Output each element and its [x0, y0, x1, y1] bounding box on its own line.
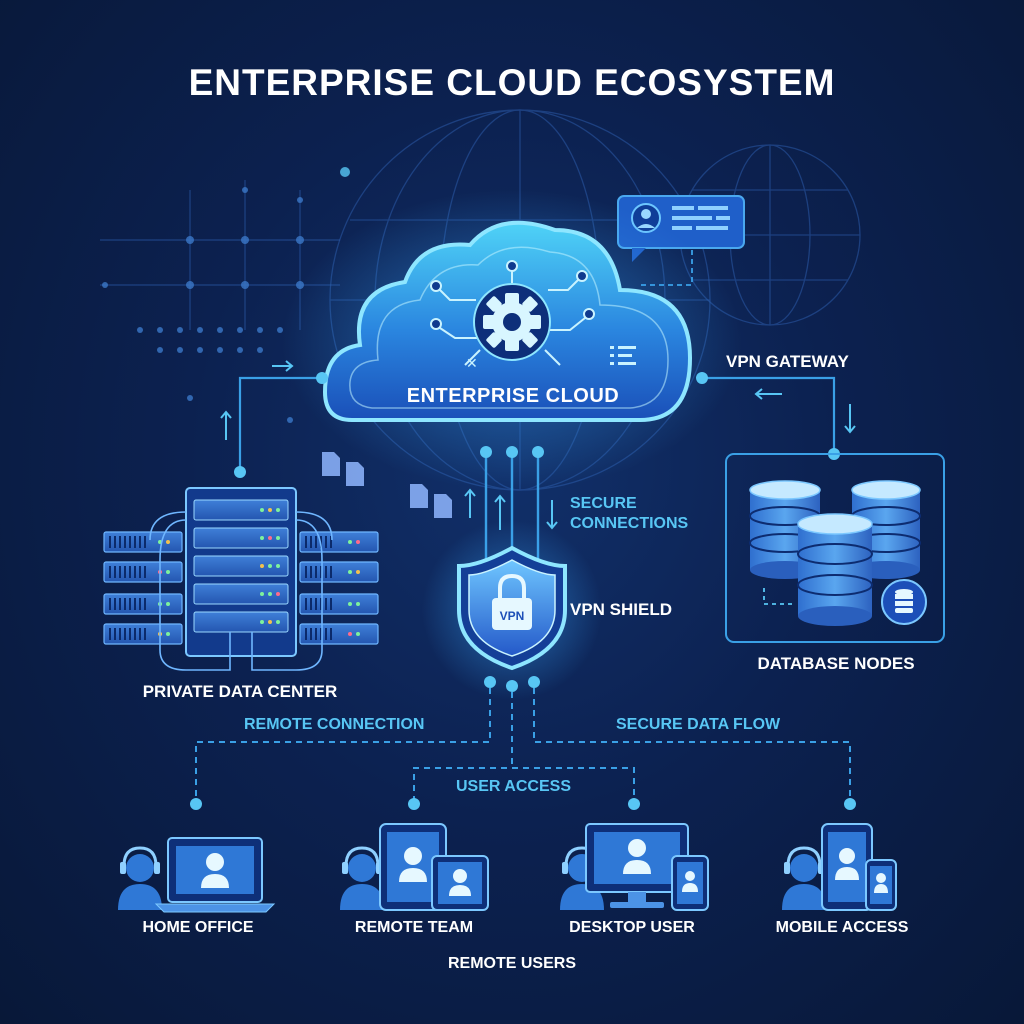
secure-data-flow-label: SECURE DATA FLOW	[616, 716, 781, 733]
user-access-label: USER ACCESS	[456, 778, 571, 795]
secure-connections-line-1: SECURE	[570, 495, 637, 512]
connector-cloud-datacenter	[238, 376, 322, 470]
phone-icon	[821, 823, 897, 911]
remote-team-label: REMOTE TEAM	[354, 919, 474, 936]
user-access-line	[413, 692, 635, 802]
connector-dot	[316, 372, 328, 384]
desktop-monitor-icon	[585, 823, 709, 911]
remote-users-footer: REMOTE USERS	[447, 955, 576, 972]
desktop-user-label: DESKTOP USER	[569, 919, 695, 936]
page-title: ENTERPRISE CLOUD ECOSYSTEM	[188, 62, 836, 103]
arrow-right-icon	[272, 360, 294, 372]
remote-team-user[interactable]	[340, 823, 489, 911]
mobile-access-user[interactable]	[782, 823, 897, 911]
database-nodes-node[interactable]	[725, 453, 945, 643]
cloud-x-mark: ✕	[466, 356, 478, 372]
headset-user-icon	[782, 846, 826, 910]
circuit-decoration	[439, 270, 586, 366]
secure-connections-label: SECURE CONNECTIONS	[570, 494, 688, 534]
connector-dots-shield-bottom	[484, 676, 540, 692]
home-office-user[interactable]	[118, 837, 276, 913]
arrow-down-icon	[844, 404, 856, 434]
lock-icon	[492, 573, 532, 630]
user-endpoint-dots	[190, 798, 856, 810]
headset-user-icon	[118, 846, 162, 910]
home-office-label: HOME OFFICE	[142, 919, 254, 936]
desktop-user[interactable]	[560, 823, 709, 911]
server-cables	[149, 511, 333, 671]
connector-dot	[696, 372, 708, 384]
connector-dot	[234, 466, 246, 478]
private-data-center-node[interactable]	[103, 487, 379, 671]
vpn-badge-text: VPN	[500, 609, 525, 623]
connector-cloud-database	[702, 376, 836, 452]
laptop-icon	[154, 837, 276, 913]
arrow-up-icon	[220, 410, 232, 440]
circuit-node-dots	[430, 260, 595, 330]
secure-data-flow-line	[533, 688, 851, 802]
gear-icon	[473, 283, 551, 361]
server-rack-left	[103, 531, 183, 645]
arrow-left-icon	[754, 388, 782, 400]
vpn-gateway-label: VPN GATEWAY	[726, 352, 849, 371]
remote-connection-line	[195, 688, 491, 802]
database-nodes-label: DATABASE NODES	[757, 654, 915, 673]
database-dashed-link	[763, 588, 792, 605]
arrow-down-icon	[546, 500, 558, 530]
data-center-label: PRIVATE DATA CENTER	[142, 682, 338, 701]
mobile-access-label: MOBILE ACCESS	[775, 919, 909, 936]
database-badge-icon	[881, 579, 927, 625]
document-icon	[322, 452, 452, 518]
vpn-shield-label: VPN SHIELD	[570, 600, 673, 619]
cloud-list-icon	[610, 346, 636, 365]
headset-user-icon	[340, 846, 384, 910]
remote-connection-label: REMOTE CONNECTION	[244, 716, 425, 733]
arrow-up-icon	[464, 488, 476, 518]
server-rack-center	[185, 487, 297, 657]
server-rack-slots	[109, 536, 332, 640]
secure-connections-line-2: CONNECTIONS	[570, 515, 689, 532]
cloud-label: ENTERPRISE CLOUD	[406, 385, 620, 407]
database-cylinder	[797, 513, 873, 626]
connector-dots-top	[480, 446, 544, 458]
server-rack-right	[299, 531, 379, 645]
tablet-icon	[379, 823, 489, 911]
